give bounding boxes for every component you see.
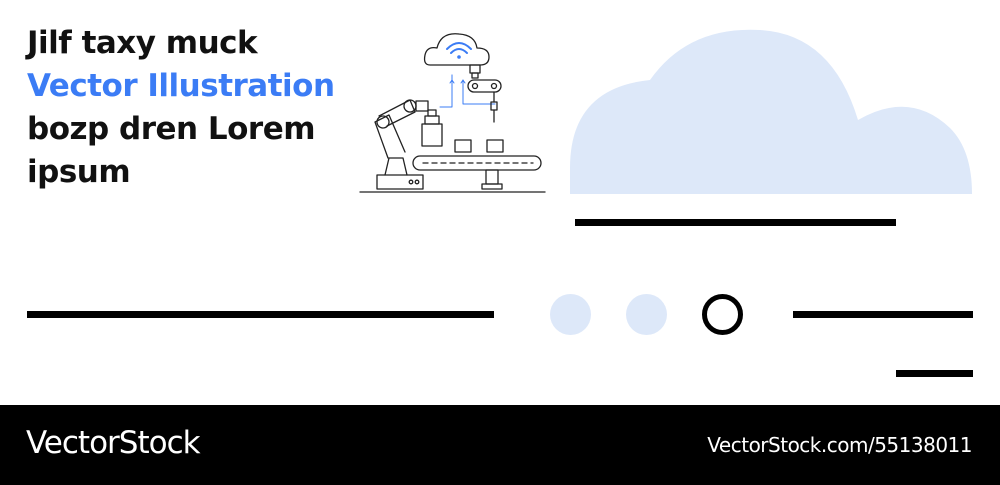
brand-logo: VectorStock	[26, 425, 201, 461]
footer-bar: VectorStock VectorStock.com/55138011	[0, 405, 1000, 485]
factory-illustration	[359, 33, 546, 193]
headline-line-2: Vector Illustration	[27, 68, 335, 104]
dot-filled	[550, 294, 591, 335]
wifi-cloud-icon	[423, 33, 490, 66]
hanging-arm-icon	[467, 64, 502, 123]
divider-line	[793, 311, 973, 318]
headline-line-3: bozp dren Lorem	[27, 111, 316, 147]
dot-filled	[626, 294, 667, 335]
headline: Jilf taxy muck Vector Illustration bozp …	[27, 22, 335, 194]
cloud-shape	[570, 29, 972, 194]
conveyor-belt-icon	[412, 139, 542, 190]
source-url: VectorStock.com/55138011	[707, 433, 972, 457]
divider-line	[896, 370, 973, 377]
headline-line-4: ipsum	[27, 154, 131, 190]
dot-outline	[702, 294, 743, 335]
robotic-arm-icon	[374, 99, 443, 190]
headline-line-1: Jilf taxy muck	[27, 25, 258, 61]
divider-line	[575, 219, 896, 226]
divider-line	[27, 311, 494, 318]
